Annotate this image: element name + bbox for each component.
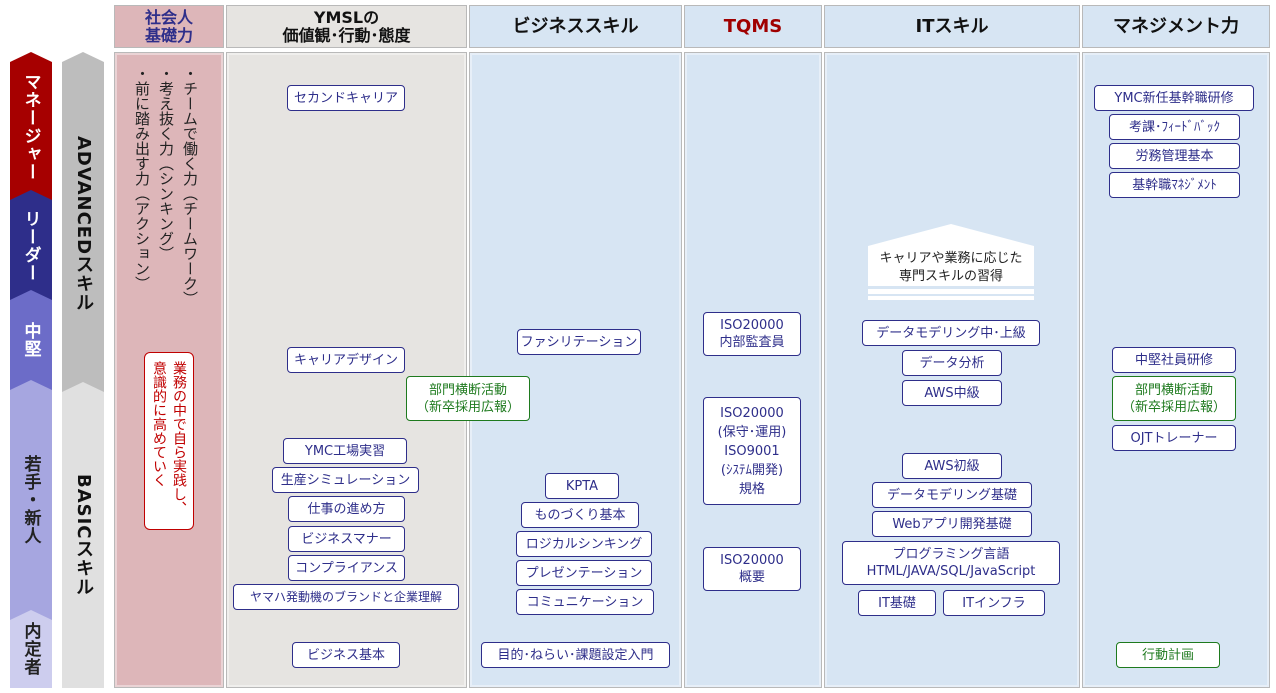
course-box[interactable]: プログラミング言語 HTML/JAVA/SQL/JavaScript (842, 541, 1060, 585)
level-label: 中堅 (20, 322, 41, 358)
course-box[interactable]: プレゼンテーション (516, 560, 652, 586)
track-advanced: ADVANCEDスキル (62, 52, 104, 397)
course-box[interactable]: ビジネス基本 (292, 642, 400, 668)
course-box[interactable]: データモデリング中･上級 (862, 320, 1040, 346)
course-box[interactable]: 仕事の進め方 (288, 496, 405, 522)
level-mid: 中堅 (10, 290, 52, 390)
course-box[interactable]: ヤマハ発動機のブランドと企業理解 (233, 584, 459, 610)
course-box[interactable]: キャリアデザイン (287, 347, 405, 373)
course-box[interactable]: YMC新任基幹職研修 (1094, 85, 1254, 111)
social-point: ・前に踏み出す力（アクション） (133, 66, 151, 291)
track-label: BASICスキル (73, 473, 94, 597)
header-line: YMSLの (313, 7, 380, 27)
level-label: リーダー (20, 210, 41, 282)
course-box[interactable]: AWS中級 (902, 380, 1002, 406)
level-manager: マネージャー (10, 52, 52, 202)
it-banner-text: キャリアや業務に応じた 専門スキルの習得 (879, 251, 1023, 284)
header-mgmt: マネジメント力 (1082, 5, 1270, 48)
course-box[interactable]: 目的･ねらい･課題設定入門 (481, 642, 670, 668)
social-note-text: 業務の中で自ら実践し、意識的に高めていく (151, 361, 187, 515)
course-box[interactable]: YMC工場実習 (283, 438, 407, 464)
course-box[interactable]: コミュニケーション (516, 589, 654, 615)
course-box[interactable]: 中堅社員研修 (1112, 347, 1236, 373)
level-label: マネージャー (20, 73, 41, 181)
course-box[interactable]: ITインフラ (943, 590, 1045, 616)
header-business: ビジネススキル (469, 5, 682, 48)
track-label: ADVANCEDスキル (73, 136, 94, 313)
course-box[interactable]: 行動計画 (1116, 642, 1220, 668)
course-box[interactable]: 部門横断活動 （新卒採用広報） (1112, 376, 1236, 421)
course-box[interactable]: AWS初級 (902, 453, 1002, 479)
course-box[interactable]: 部門横断活動 （新卒採用広報） (406, 376, 530, 421)
level-offer: 内定者 (10, 610, 52, 688)
course-box[interactable]: ファシリテーション (517, 329, 641, 355)
level-junior: 若手・新人 (10, 380, 52, 620)
course-box[interactable]: Webアプリ開発基礎 (872, 511, 1032, 537)
course-box[interactable]: コンプライアンス (288, 555, 405, 581)
social-point: ・チームで働く力（チームワーク） (181, 66, 199, 306)
course-box[interactable]: 考課･ﾌｨｰﾄﾞﾊﾞｯｸ (1109, 114, 1240, 140)
course-box[interactable]: 労務管理基本 (1109, 143, 1240, 169)
level-label: 内定者 (20, 622, 41, 676)
social-point: ・考え抜く力（シンキング） (157, 66, 175, 261)
level-leader: リーダー (10, 190, 52, 302)
level-label: 若手・新人 (20, 455, 41, 545)
course-box[interactable]: 基幹職ﾏﾈｼﾞﾒﾝﾄ (1109, 172, 1240, 198)
course-box[interactable]: ISO20000 概要 (703, 547, 801, 591)
course-box[interactable]: データモデリング基礎 (872, 482, 1032, 508)
course-box[interactable]: ものづくり基本 (521, 502, 639, 528)
course-box[interactable]: データ分析 (902, 350, 1002, 376)
course-box[interactable]: ロジカルシンキング (516, 531, 652, 557)
course-box[interactable]: OJTトレーナー (1112, 425, 1236, 451)
header-tqms: TQMS (684, 5, 822, 48)
course-box[interactable]: KPTA (545, 473, 619, 499)
header-social: 社会人 基礎力 (114, 5, 224, 48)
course-box[interactable]: 生産シミュレーション (272, 467, 419, 493)
course-box[interactable]: ビジネスマナー (288, 526, 405, 552)
course-box[interactable]: IT基礎 (858, 590, 936, 616)
course-box[interactable]: セカンドキャリア (287, 85, 405, 111)
track-basic: BASICスキル (62, 382, 104, 688)
column-tqms (684, 52, 822, 688)
social-note: 業務の中で自ら実践し、意識的に高めていく (144, 352, 194, 530)
header-it: ITスキル (824, 5, 1080, 48)
header-line: 価値観･行動･態度 (282, 25, 411, 45)
header-ymsl: YMSLの価値観･行動･態度 (226, 5, 467, 48)
course-box[interactable]: ISO20000 (保守･運用) ISO9001 (ｼｽﾃﾑ開発) 規格 (703, 397, 801, 505)
course-box[interactable]: ISO20000 内部監査員 (703, 312, 801, 356)
